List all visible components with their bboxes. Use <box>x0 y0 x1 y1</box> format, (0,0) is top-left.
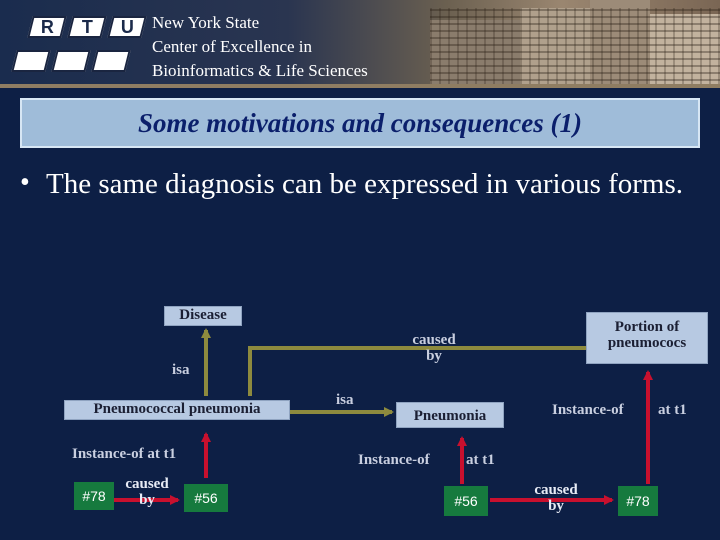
label-at-t1-right: at t1 <box>658 402 687 418</box>
page-title: Some motivations and consequences (1) <box>138 107 582 138</box>
bullet-marker: • <box>20 167 30 198</box>
institution-line-2: Center of Excellence in <box>152 37 313 56</box>
bullet-text: The same diagnosis can be expressed in v… <box>46 168 684 200</box>
caused-by-top-arrow <box>248 343 598 396</box>
title-bar: Some motivations and consequences (1) <box>20 98 700 148</box>
id-box-56-mid: #56 <box>444 486 488 516</box>
header-banner: R T U New York State Center of Excellenc… <box>0 0 720 88</box>
label-instance-of-t1-left: Instance-of at t1 <box>72 446 177 462</box>
building-photo <box>430 20 520 88</box>
label-isa-mid: isa <box>336 392 354 408</box>
label-instance-of-mid: Instance-of <box>358 452 430 468</box>
label-isa-left: isa <box>172 362 190 378</box>
node-pneumococcal-pneumonia: Pneumococcal pneumonia <box>64 400 290 420</box>
id-box-56-left: #56 <box>184 484 228 512</box>
label-caused-by-bottom-left: caused by <box>125 476 169 508</box>
node-disease: Disease <box>164 306 242 326</box>
label-at-t1-mid: at t1 <box>466 452 495 468</box>
id-box-78-right: #78 <box>618 486 658 516</box>
node-pneumonia: Pneumonia <box>396 402 504 428</box>
institution-line-3: Bioinformatics & Life Sciences <box>152 61 368 80</box>
node-portion-of-pneumococs: Portion of pneumococs <box>586 312 708 364</box>
header-divider <box>0 84 720 88</box>
label-caused-by-bottom-right: caused by <box>534 482 578 514</box>
building-photo-3 <box>590 0 650 88</box>
building-windows <box>430 8 720 88</box>
building-photo-4 <box>650 14 720 88</box>
label-caused-by-top: caused by <box>412 332 456 364</box>
id-box-78-left: #78 <box>74 482 114 510</box>
building-photo-2 <box>520 8 590 88</box>
institution-line-1: New York State <box>152 13 260 32</box>
label-instance-of-right: Instance-of <box>552 402 624 418</box>
